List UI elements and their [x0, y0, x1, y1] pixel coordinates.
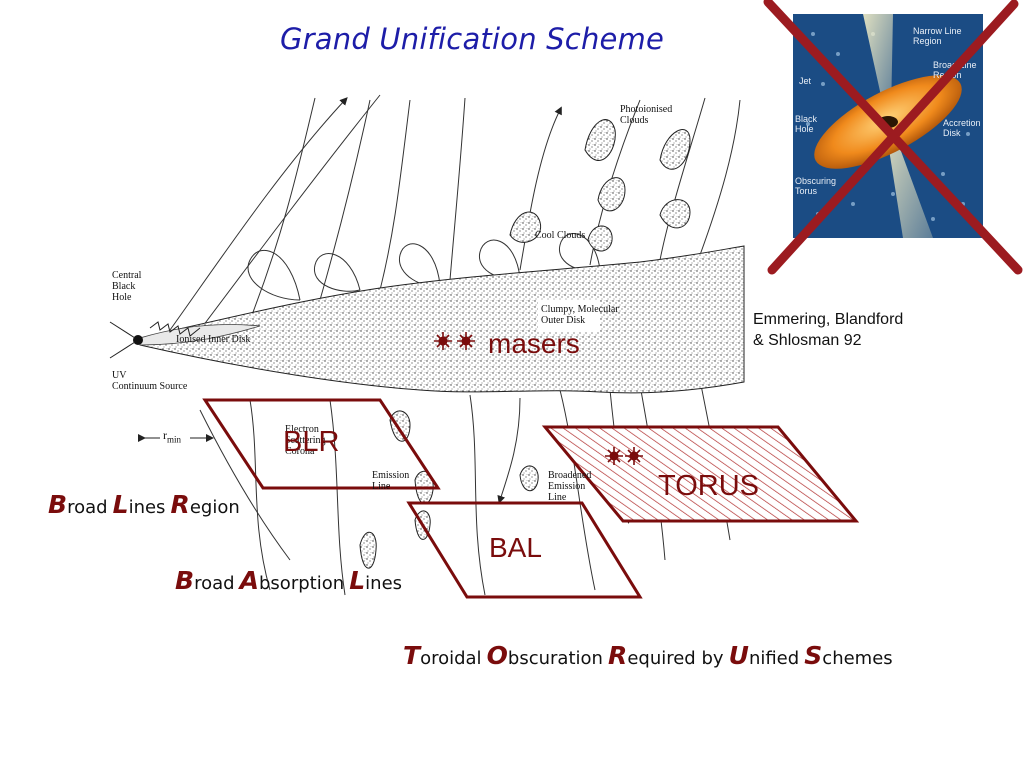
inset-label-jet: Jet — [799, 76, 812, 86]
maser-stars-torus — [605, 447, 643, 465]
label-electron-corona: Electron Scattering Corona — [285, 424, 326, 457]
citation: Emmering, Blandford & Shlosman 92 — [753, 311, 904, 349]
cross-out-mark — [763, 0, 1023, 275]
torus-box — [541, 425, 860, 523]
torus-label: TORUS — [658, 470, 759, 502]
black-hole-dot — [133, 335, 143, 345]
acronym-torus: Toroidal Obscuration Required by Unified… — [403, 641, 893, 670]
inset-jet-upper — [863, 14, 893, 114]
label-photoionised-clouds: Photoionised Clouds — [620, 104, 673, 126]
clumpy-label-box — [538, 300, 600, 332]
label-emission-line: Emission Line — [372, 470, 410, 492]
label-broadened-emission: Broadened Emission Line — [548, 470, 592, 503]
blr-label: BLR — [283, 426, 340, 458]
bal-box — [406, 501, 643, 599]
accretion-disk — [139, 245, 745, 394]
label-ionised-inner-disk: Ionised Inner Disk — [176, 334, 251, 345]
acronym-blr: Broad Lines Region — [48, 490, 240, 519]
maser-stars-disk — [434, 332, 475, 350]
acronym-bal: Broad Absorption Lines — [175, 566, 403, 595]
masers-label: masers — [488, 328, 580, 359]
slide-title: Grand Unification Scheme — [280, 22, 665, 56]
label-r-min: rmin — [163, 428, 182, 445]
blr-box — [202, 398, 441, 490]
bh-rays — [109, 321, 201, 359]
bal-label: BAL — [489, 532, 542, 563]
label-clumpy-outer-disk: Clumpy, Molecular Outer Disk — [541, 304, 619, 326]
label-cool-clouds: Cool Clouds — [535, 230, 586, 241]
label-central-black-hole: Central Black Hole — [112, 270, 142, 303]
clouds — [359, 119, 691, 569]
label-uv-source: UV Continuum Source — [112, 370, 188, 392]
inset-jet-lower — [885, 124, 933, 238]
